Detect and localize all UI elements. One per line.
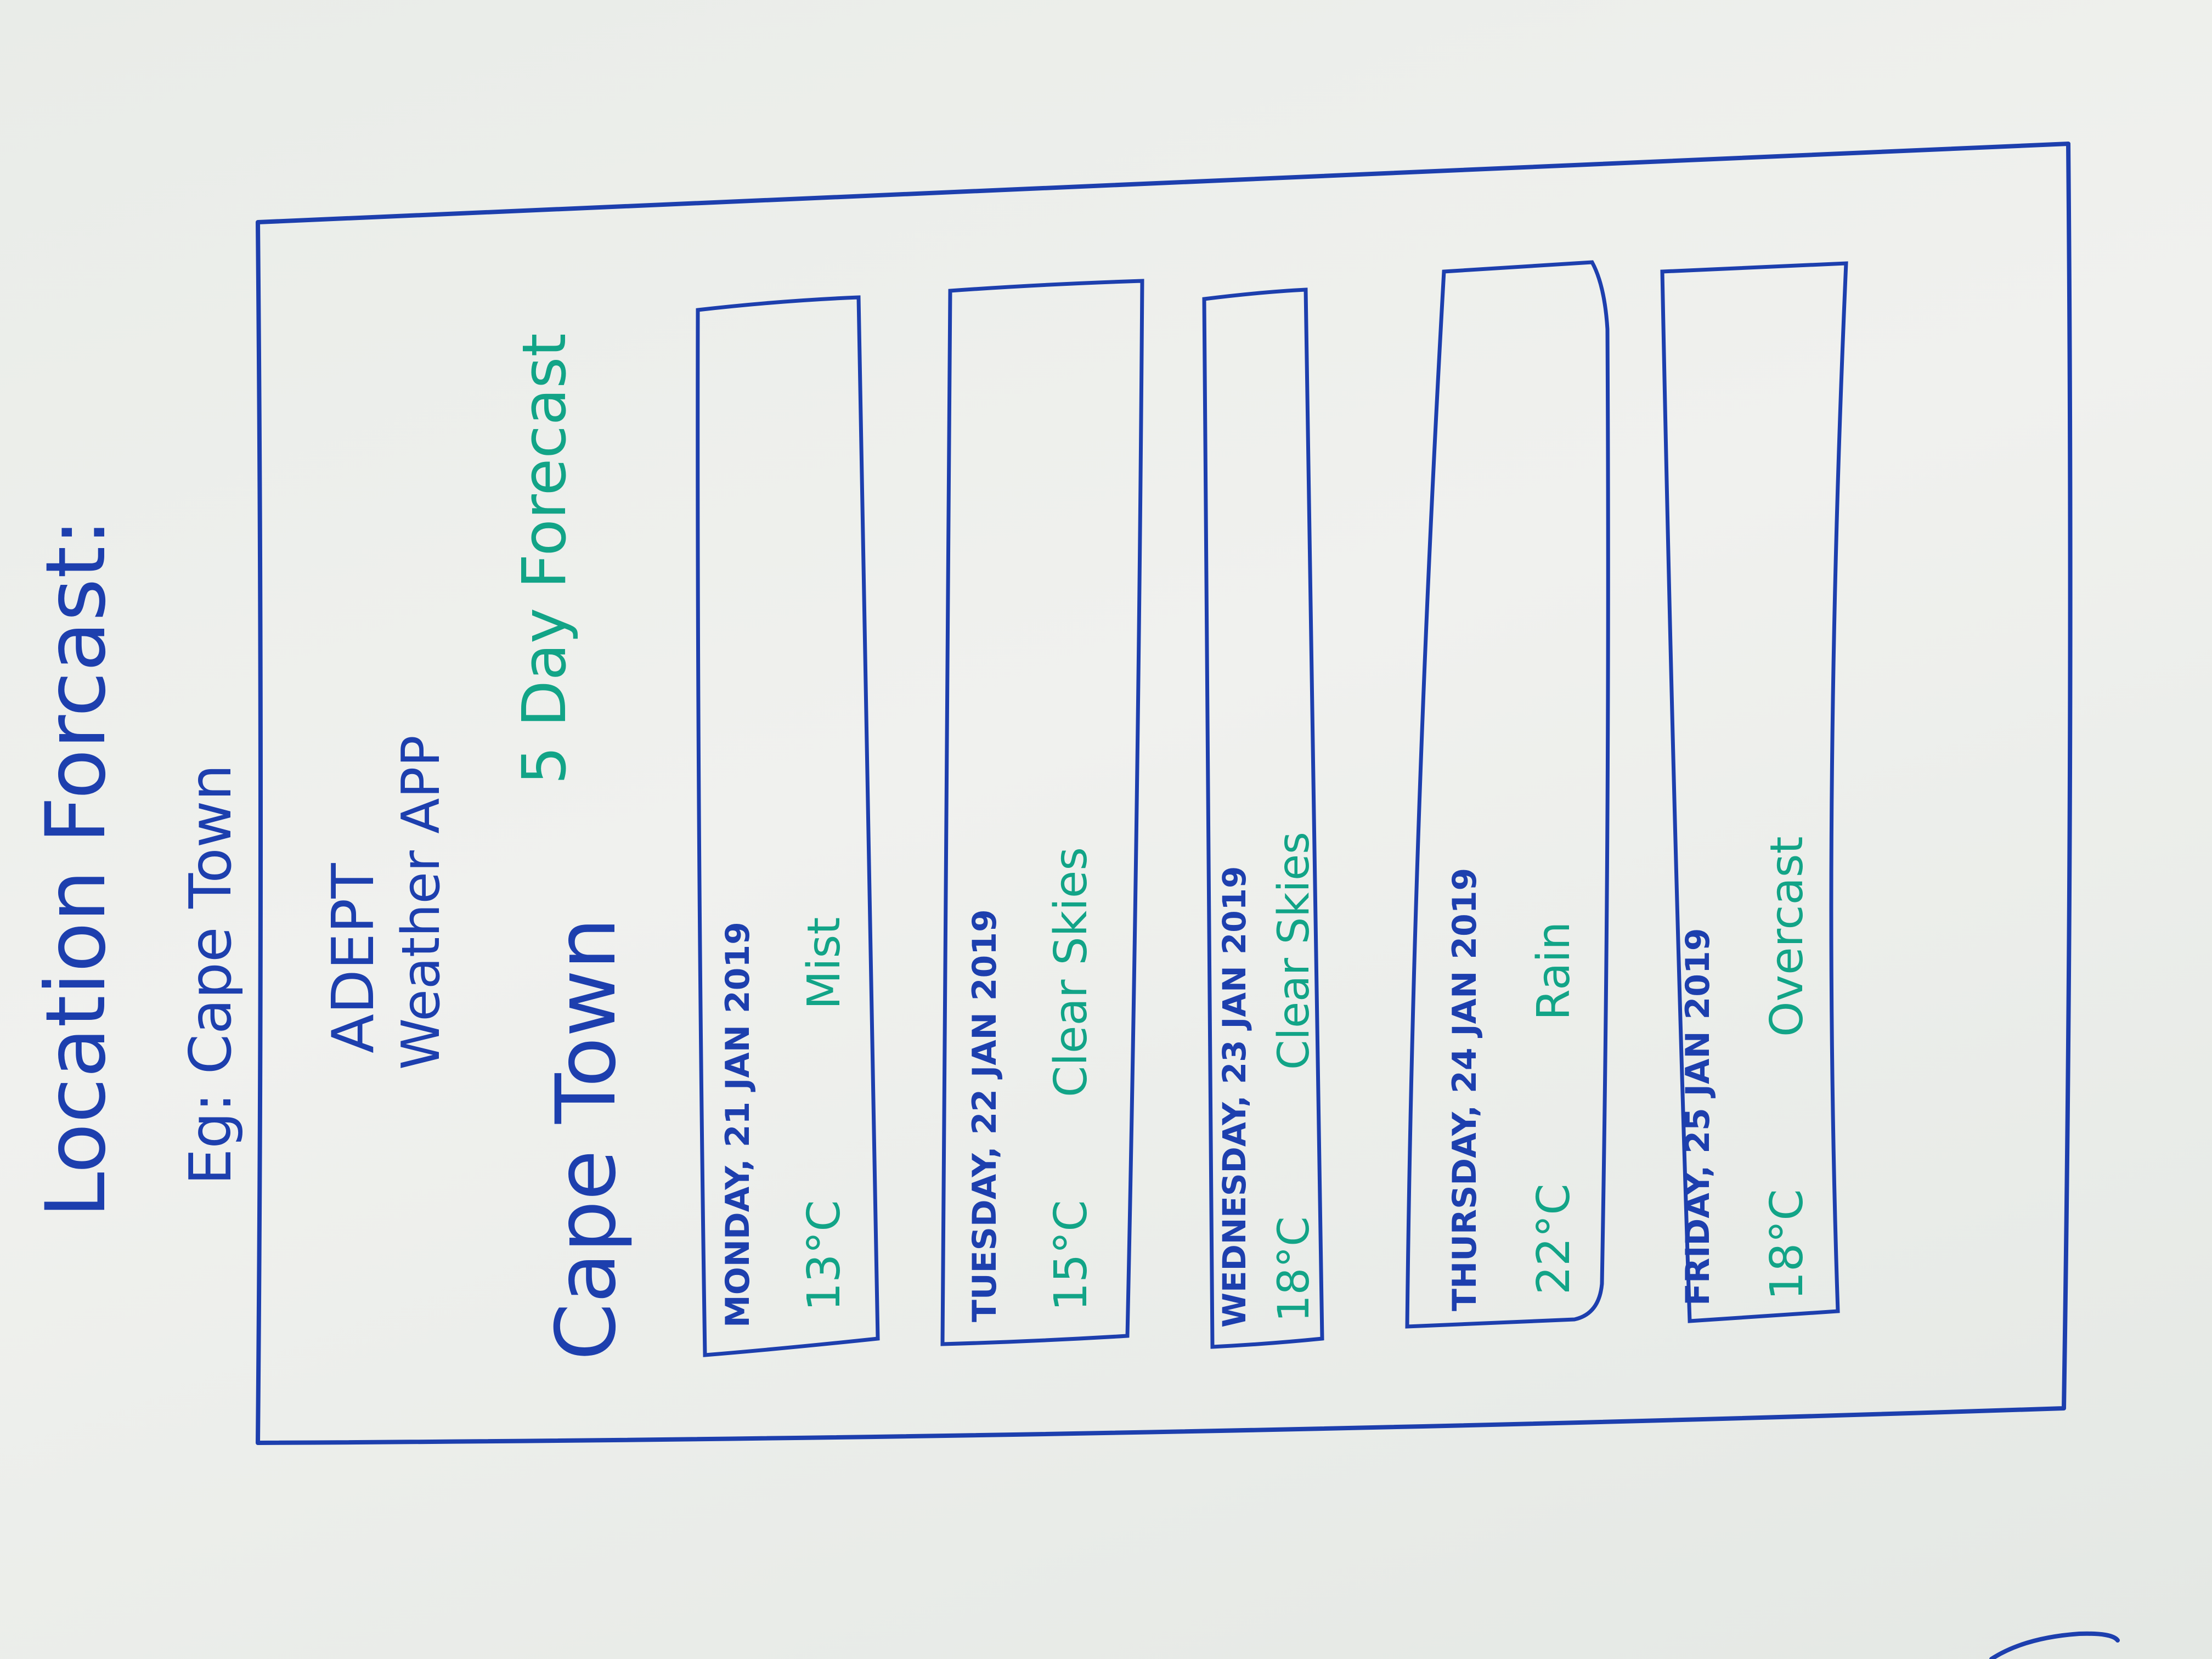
day-card-3[interactable]: WEDNESDAY, 23 JAN 2019 18°C Clear Skies [1202, 287, 1324, 1349]
card-temperature: 22°C [1528, 1183, 1580, 1295]
card-outline [1202, 287, 1324, 1349]
app-header: ADEPT Weather APP Cape Town 5 Day Foreca… [320, 333, 634, 1361]
phone-frame [256, 142, 2073, 1445]
card-temperature: 18°C [1761, 1189, 1813, 1300]
card-date: FRIDAY, 25 JAN 2019 [1679, 928, 1717, 1306]
location-example: Eg: Cape Town [177, 764, 244, 1185]
card-condition: Clear Skies [1045, 847, 1097, 1097]
card-outline [1660, 261, 1848, 1323]
card-temperature: 15°C [1045, 1200, 1097, 1311]
card-outline [696, 295, 880, 1357]
card-date: TUESDAY, 22 JAN 2019 [966, 909, 1004, 1322]
card-temperature: 13°C [798, 1200, 850, 1311]
day-card-4[interactable]: THURSDAY, 24 JAN 2019 22°C Rain [1405, 260, 1610, 1329]
card-condition: Clear Skies [1269, 832, 1319, 1070]
app-name-line1: ADEPT [320, 863, 387, 1053]
card-temperature: 18°C [1269, 1216, 1319, 1322]
sketch-header: Location Forcast: Eg: Cape Town [29, 518, 244, 1218]
card-condition: Rain [1528, 922, 1580, 1020]
card-outline [940, 279, 1144, 1346]
card-condition: Overcast [1761, 836, 1813, 1037]
card-date: WEDNESDAY, 23 JAN 2019 [1216, 866, 1253, 1328]
day-card-1[interactable]: MONDAY, 21 JAN 2019 13°C Mist [696, 295, 880, 1357]
card-date: THURSDAY, 24 JAN 2019 [1446, 868, 1484, 1311]
day-card-2[interactable]: TUESDAY, 22 JAN 2019 15°C Clear Skies [940, 279, 1144, 1346]
app-name-line2: Weather APP [391, 735, 452, 1070]
stray-marker-stroke [1989, 1631, 2120, 1659]
forecast-label: 5 Day Forecast [509, 333, 579, 785]
card-condition: Mist [798, 917, 850, 1009]
location-title: Cape Town [539, 918, 634, 1361]
day-card-5[interactable]: FRIDAY, 25 JAN 2019 18°C Overcast [1660, 261, 1848, 1323]
card-outline [1405, 260, 1610, 1329]
page-heading: Location Forcast: [29, 518, 124, 1218]
card-date: MONDAY, 21 JAN 2019 [719, 922, 757, 1328]
